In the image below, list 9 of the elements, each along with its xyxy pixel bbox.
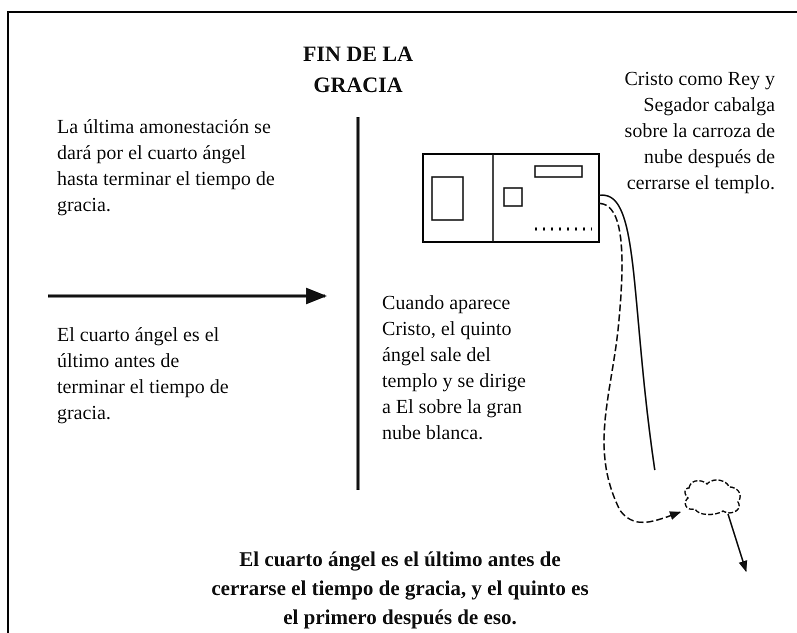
description-text: Cristo como Rey y Segador cabalga sobre la carroza de nube después de cerrarse el templo.: [623, 67, 775, 196]
description-text: El cuarto ángel es el último antes de terminar el tiempo de gracia.: [57, 323, 230, 426]
caption: El cuarto ángel es el último antes de cerrarse el tiempo de gracia, y el quinto es el primero después de eso.: [210, 546, 590, 631]
description-text: Cuando aparece Cristo, el quinto ángel sale del templo y se dirige a El sobre la gran nube blanca.: [382, 291, 527, 446]
arrow: [600, 202, 682, 524]
arrow: [727, 514, 748, 572]
description-text: La última amonestación se dará por el cuarto ángel hasta terminar el tiempo de gracia.: [57, 115, 276, 218]
connector-line: [600, 194, 656, 470]
title: FIN DE LA GRACIA: [302, 40, 414, 99]
